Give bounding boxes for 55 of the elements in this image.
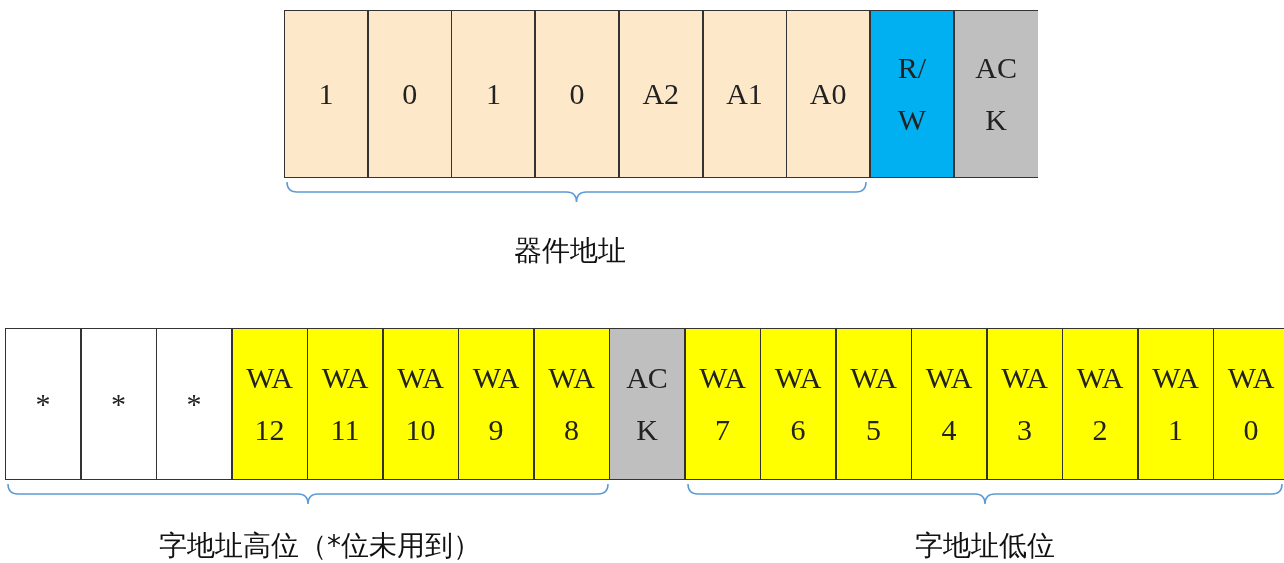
bit-label: * [110,386,127,422]
bit-label: 1 [317,76,335,112]
bit-label: AC K [974,50,1018,138]
bit-label: WA 10 [396,360,445,448]
bit-label: 0 [401,76,419,112]
bit-label: WA 11 [320,360,370,448]
bit-label: WA 7 [698,360,747,448]
bit-label: 0 [568,76,586,112]
bit-cell [367,10,452,178]
bit-label: WA 12 [245,360,294,448]
bit-label: WA 6 [773,360,823,448]
bit-label: WA 0 [1226,360,1276,448]
bit-label: A0 [808,76,848,112]
bit-label: A1 [725,76,764,112]
bit-label: WA 1 [1151,360,1200,448]
bit-cell [835,328,912,480]
bit-cell [156,328,232,480]
bit-cell [1062,328,1138,480]
bit-label: WA 9 [471,360,521,448]
bit-label: R/ W [896,50,928,138]
bracket-caption: 器件地址 [514,233,626,269]
bit-cell [1213,328,1284,480]
bit-cell [702,10,787,178]
bit-label: 1 [484,76,502,112]
bit-label: WA 5 [849,360,898,448]
bit-label: A2 [641,76,681,112]
bit-cell [382,328,459,480]
bit-cell [80,328,157,480]
bit-cell [535,10,620,178]
bit-cell [911,328,987,480]
bit-cell [953,10,1038,178]
bit-cell [458,328,534,480]
bit-cell [1137,328,1214,480]
bit-label: WA 4 [924,360,974,448]
bit-cell [284,10,368,178]
bit-cell [533,328,610,480]
bit-cell [609,328,685,480]
bit-cell [618,10,703,178]
bit-cell [684,328,761,480]
bit-label: WA 2 [1075,360,1125,448]
bit-cell [231,328,308,480]
bit-label: WA 8 [547,360,596,448]
bit-cell [451,10,536,178]
bit-label: WA 3 [1000,360,1049,448]
bit-label: * [185,386,203,422]
bit-label: * [34,386,52,422]
bit-cell [786,10,871,178]
bit-cell [307,328,383,480]
bit-cell [869,10,954,178]
bit-cell [760,328,836,480]
bit-label: AC K [625,360,669,448]
bracket-caption: 字地址低位 [915,528,1055,563]
bit-cell [5,328,81,480]
bracket-caption: 字地址高位（*位未用到） [159,528,481,563]
bit-cell [986,328,1063,480]
